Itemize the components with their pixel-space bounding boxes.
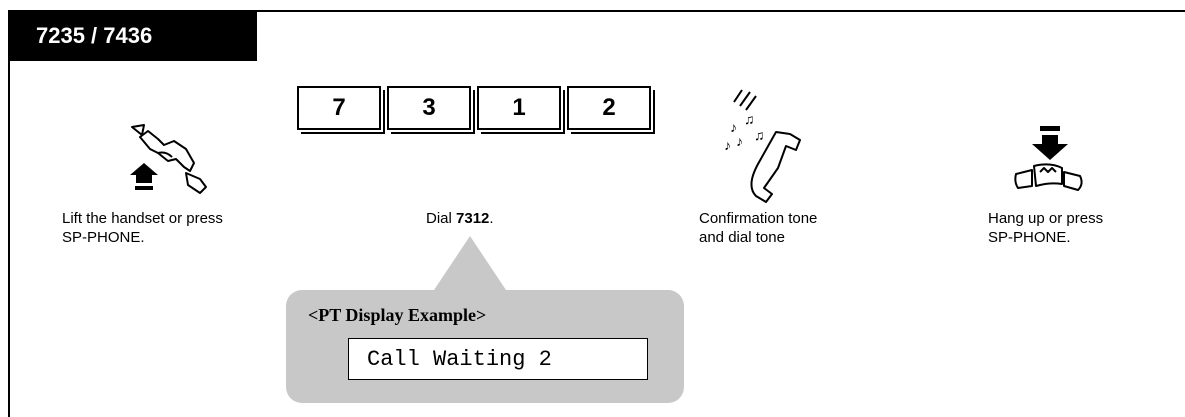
display-example-title: <PT Display Example> <box>308 305 487 325</box>
dial-keys: 7 3 1 2 <box>297 86 651 130</box>
display-screen-text: Call Waiting 2 <box>367 346 552 372</box>
key-digit[interactable]: 1 <box>477 86 561 130</box>
tone-instruction: Confirmation tone and dial tone <box>699 209 817 247</box>
instruction-frame <box>8 10 1185 417</box>
pt-display-screen: Call Waiting 2 <box>348 338 648 380</box>
dial-suffix: . <box>489 210 494 227</box>
svg-text:♫: ♫ <box>754 129 765 144</box>
lift-line2: SP-PHONE. <box>62 229 145 246</box>
lift-instruction: Lift the handset or press SP-PHONE. <box>62 209 223 247</box>
hangup-line2: SP-PHONE. <box>988 229 1071 246</box>
key-digit[interactable]: 2 <box>567 86 651 130</box>
dial-prefix: Dial <box>426 210 457 227</box>
svg-text:♫: ♫ <box>744 113 755 128</box>
svg-text:♪: ♪ <box>724 139 731 154</box>
lift-handset-icon <box>130 124 207 194</box>
key-digit[interactable]: 7 <box>297 86 381 130</box>
tone-line2: and dial tone <box>699 229 785 246</box>
hangup-instruction: Hang up or press SP-PHONE. <box>988 209 1103 247</box>
key-digit[interactable]: 3 <box>387 86 471 130</box>
lift-line1: Lift the handset or press <box>62 210 223 227</box>
svg-text:♪: ♪ <box>730 121 737 136</box>
svg-text:♪: ♪ <box>736 135 743 150</box>
dial-instruction: Dial 7312. <box>426 209 494 228</box>
callout-pointer <box>430 236 510 296</box>
tone-line1: Confirmation tone <box>699 210 818 227</box>
ringing-handset-icon: ♪♫♪ ♫♪ <box>724 89 801 203</box>
model-label: 7235 / 7436 <box>36 22 153 48</box>
display-example-callout: <PT Display Example> Call Waiting 2 <box>286 290 684 403</box>
dial-code: 7312 <box>456 210 490 227</box>
hang-up-icon <box>1014 126 1083 191</box>
hangup-line1: Hang up or press <box>988 210 1104 227</box>
model-tab: 7235 / 7436 <box>8 10 257 61</box>
